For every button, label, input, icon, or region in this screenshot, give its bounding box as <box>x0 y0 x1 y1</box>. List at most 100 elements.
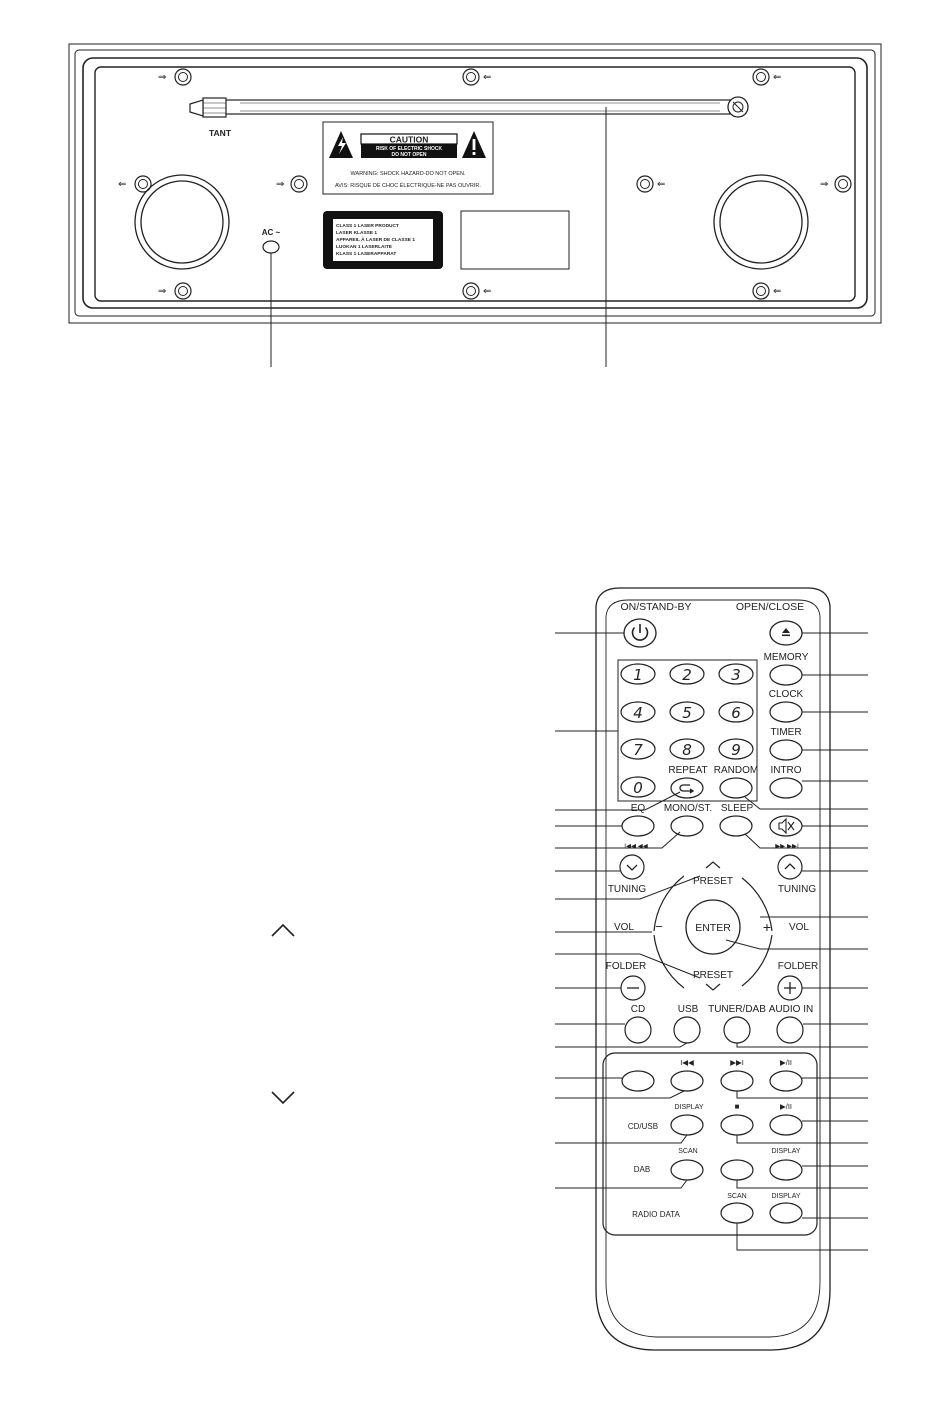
clock-button[interactable] <box>769 701 803 723</box>
svg-text:PRESET: PRESET <box>693 876 733 887</box>
svg-text:LASER KLASSE 1: LASER KLASSE 1 <box>336 230 377 236</box>
screw-icon <box>636 175 654 193</box>
svg-text:CAUTION: CAUTION <box>390 135 429 145</box>
timer-button[interactable] <box>769 739 803 761</box>
radio-data-scan-button[interactable] <box>720 1202 754 1224</box>
enter-button[interactable]: ENTER <box>685 899 741 955</box>
digit-button-8[interactable]: 8 <box>669 738 705 760</box>
open-close-label: OPEN/CLOSE <box>736 601 804 613</box>
vol-down-button[interactable]: − <box>655 919 663 934</box>
play-pause-button[interactable] <box>769 1070 803 1092</box>
chevron-up-icon <box>705 861 721 869</box>
cd-usb-display-button[interactable] <box>670 1114 704 1136</box>
sleep-label: SLEEP <box>721 803 754 814</box>
play-pause-glyph-2: ▶/II <box>780 1102 792 1111</box>
screw-icon <box>462 282 480 300</box>
arrow-icon: ⇐ <box>657 179 665 190</box>
usb-label: USB <box>678 1004 699 1015</box>
radio-data-display-button[interactable] <box>769 1202 803 1224</box>
svg-text:9: 9 <box>731 741 741 759</box>
folder-up-button[interactable] <box>777 975 803 1001</box>
digit-button-2[interactable]: 2 <box>669 663 705 685</box>
svg-text:5: 5 <box>682 704 692 722</box>
svg-text:7: 7 <box>633 741 643 759</box>
dab-display-button[interactable] <box>769 1159 803 1181</box>
prev-button[interactable] <box>670 1070 704 1092</box>
power-button[interactable] <box>623 618 657 648</box>
antenna <box>189 96 749 118</box>
svg-text:2: 2 <box>682 666 692 684</box>
intro-button[interactable] <box>769 777 803 799</box>
screw-icon <box>752 68 770 86</box>
ac-label: AC ~ <box>262 228 281 237</box>
arrow-icon: ⇒ <box>820 179 828 190</box>
eq-button[interactable] <box>621 815 655 837</box>
digit-button-9[interactable]: 9 <box>718 738 754 760</box>
rating-label <box>460 210 570 270</box>
preset-up-button[interactable]: PRESET <box>693 861 733 887</box>
repeat-icon <box>679 784 695 794</box>
cd-button[interactable] <box>624 1016 652 1044</box>
display-label-3: DISPLAY <box>771 1193 800 1200</box>
digit-button-7[interactable]: 7 <box>620 738 656 760</box>
screw-icon <box>752 282 770 300</box>
folder-down-button[interactable] <box>620 975 646 1001</box>
next-glyph: ▶▶I <box>730 1058 744 1067</box>
svg-text:1: 1 <box>633 666 643 684</box>
svg-text:8: 8 <box>682 741 692 759</box>
memory-button[interactable] <box>769 664 803 686</box>
screw-icon <box>174 68 192 86</box>
control-ring <box>653 875 773 989</box>
random-label: RANDOM <box>714 765 758 776</box>
arrow-icon: ⇐ <box>773 72 781 83</box>
digit-button-0[interactable]: 0 <box>620 776 656 798</box>
repeat-button[interactable] <box>670 777 704 799</box>
chevron-down-icon <box>271 1091 295 1105</box>
unlabeled-button[interactable] <box>621 1070 655 1092</box>
display-label-1: DISPLAY <box>674 1104 703 1111</box>
digit-button-6[interactable]: 6 <box>718 701 754 723</box>
digit-button-5[interactable]: 5 <box>669 701 705 723</box>
svg-text:RISK OF ELECTRIC SHOCK: RISK OF ELECTRIC SHOCK <box>376 146 443 152</box>
mute-button[interactable] <box>769 815 803 837</box>
play-pause-button-2[interactable] <box>769 1114 803 1136</box>
audio-in-button[interactable] <box>776 1016 804 1044</box>
speaker-port-left <box>134 174 230 270</box>
digit-button-1[interactable]: 1 <box>620 663 656 685</box>
next-button[interactable] <box>720 1070 754 1092</box>
open-close-button[interactable] <box>769 620 803 646</box>
tuning-down-button[interactable] <box>619 854 645 880</box>
arrow-icon: ⇐ <box>773 286 781 297</box>
antenna-label: TANT <box>209 128 232 138</box>
svg-text:WARNING: SHOCK HAZARD-DO NOT O: WARNING: SHOCK HAZARD-DO NOT OPEN. <box>351 171 466 177</box>
svg-text:AVIS: RISQUE DE CHOC ÉLECTRIQU: AVIS: RISQUE DE CHOC ÉLECTRIQUE-NE PAS O… <box>335 182 481 189</box>
digit-button-4[interactable]: 4 <box>620 701 656 723</box>
stop-button[interactable] <box>720 1114 754 1136</box>
tuning-up-button[interactable] <box>777 854 803 880</box>
dab-scan-button[interactable] <box>670 1159 704 1181</box>
chevron-up-icon <box>271 923 295 937</box>
dab-button[interactable] <box>720 1159 754 1181</box>
random-button[interactable] <box>719 777 753 799</box>
vol-up-button[interactable]: + <box>763 919 771 935</box>
mono-st-button[interactable] <box>670 815 704 837</box>
intro-label: INTRO <box>770 765 801 776</box>
forward-glyph: ▶▶ ▶▶I <box>775 843 799 850</box>
vol-left-label: VOL <box>614 922 634 933</box>
caution-label: CAUTION RISK OF ELECTRIC SHOCK DO NOT OP… <box>322 121 494 195</box>
folder-left-label: FOLDER <box>606 961 647 972</box>
svg-text:CLASS 1 LASER PRODUCT: CLASS 1 LASER PRODUCT <box>336 223 399 229</box>
preset-down-button[interactable]: PRESET <box>693 970 733 991</box>
eq-label: EQ <box>631 803 646 814</box>
folder-right-label: FOLDER <box>778 961 819 972</box>
tuner-dab-button[interactable] <box>723 1016 751 1044</box>
digit-button-3[interactable]: 3 <box>718 663 754 685</box>
vol-right-label: VOL <box>789 922 809 933</box>
usb-button[interactable] <box>673 1016 701 1044</box>
prev-glyph: I◀◀ <box>680 1058 695 1067</box>
screws <box>134 68 852 300</box>
svg-text:ENTER: ENTER <box>695 922 731 934</box>
sleep-button[interactable] <box>719 815 753 837</box>
on-standby-label: ON/STAND-BY <box>621 601 692 613</box>
svg-text:6: 6 <box>731 704 741 722</box>
